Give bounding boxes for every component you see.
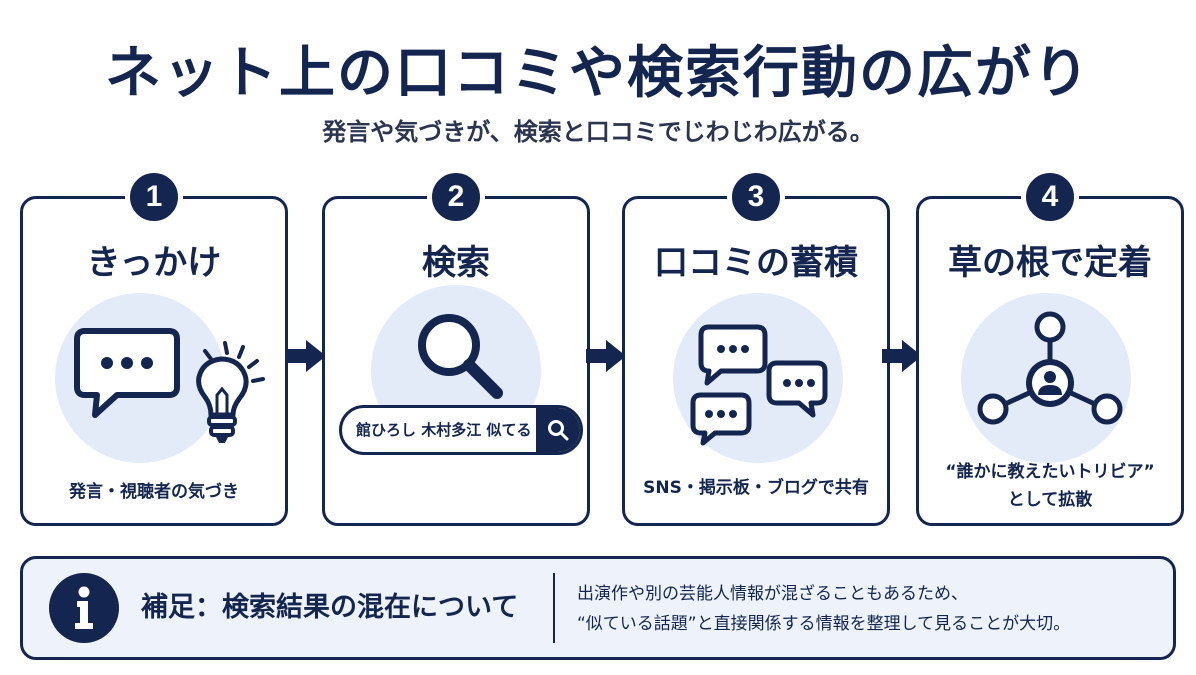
note-body: 出演作や別の芸能人情報が混ざることもあるため、 “似ている話題”と直接関係する情… [577,579,1167,639]
step-number-badge-3: 3 [727,168,785,226]
step-number-badge-2: 2 [427,168,485,226]
chat-bubbles-icon [690,324,828,446]
note-title: 補足：検索結果の混在について [141,592,519,623]
supplement-note: 補足：検索結果の混在について 出演作や別の芸能人情報が混ざることもあるため、 “… [20,556,1176,660]
magnifier-icon [418,314,503,399]
step-number-badge-4: 4 [1021,168,1079,226]
search-icon [548,420,569,441]
page-subtitle: 発言や気づきが、検索と口コミでじわじわ広がる。 [322,118,874,146]
step-card-3: 口コミの蓄積 SNS・掲示板・ブログで共有 [622,196,890,526]
step-caption-line2: として拡散 [1007,490,1093,510]
note-line-2: “似ている話題”と直接関係する情報を整理して見ることが大切。 [577,614,1071,634]
step-card-2: 検索 館ひろし 木村多江 似てる [322,196,590,526]
step-title: 検索 [422,243,490,283]
search-button [536,408,580,452]
search-query-text: 館ひろし 木村多江 似てる [356,421,532,439]
note-divider [553,573,555,643]
step-caption: SNS・掲示板・ブログで共有 [643,478,869,498]
search-bar: 館ひろし 木村多江 似てる [339,405,583,455]
step-caption-line1: “誰かに教えたいトリビア” [945,462,1155,482]
step-title: 草の根で定着 [948,243,1152,283]
note-line-1: 出演作や別の芸能人情報が混ざることもあるため、 [577,584,968,604]
step-number-badge-1: 1 [125,168,183,226]
step-card-1: きっかけ 発言・視聴者の気づき [20,196,288,526]
step-title: きっかけ [86,243,222,283]
step-card-4: 草の根で定着 “誰かに教えたいトリビア” として拡散 [916,196,1184,526]
page-title: ネット上の口コミや検索行動の広がり [105,41,1091,106]
step-caption: 発言・視聴者の気づき [69,482,239,502]
arrow-right-icon [586,340,626,372]
network-user-icon [977,311,1123,425]
speech-bubble-icon [74,328,180,418]
arrow-right-icon [286,340,326,372]
step-title: 口コミの蓄積 [654,243,858,283]
lightbulb-icon [196,341,265,443]
arrow-right-icon [882,340,922,372]
info-icon [49,573,119,643]
